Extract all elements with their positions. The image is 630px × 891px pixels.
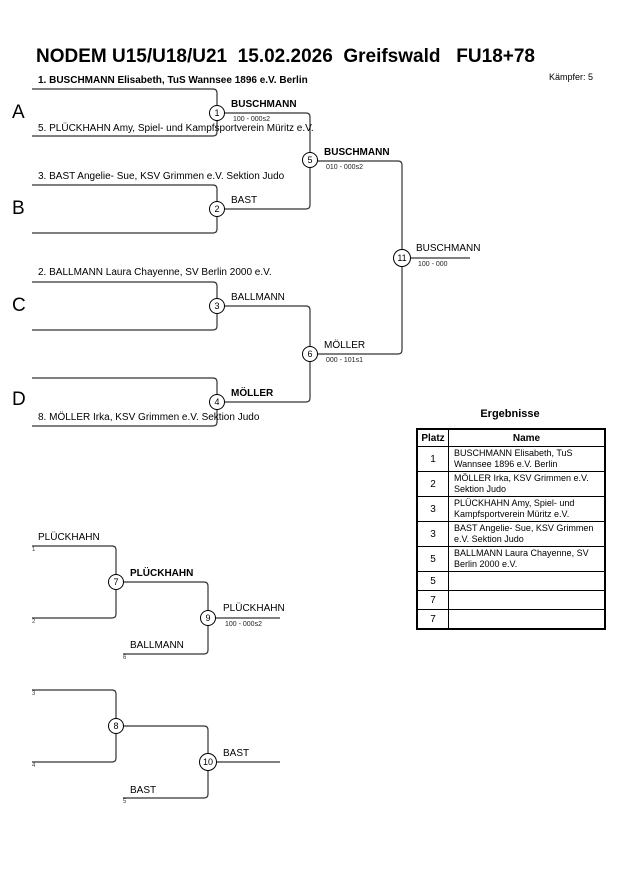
fight-number: 2 — [209, 201, 225, 217]
name — [448, 590, 606, 610]
fight-number: 11 — [393, 249, 411, 267]
name — [448, 609, 606, 630]
slot-number: 3 — [32, 691, 36, 697]
place: 5 — [416, 546, 449, 572]
table-row: 7 — [416, 609, 606, 630]
repechage-entry: BAST — [130, 785, 157, 796]
fight-score: 100 - 000 — [418, 261, 448, 268]
name — [448, 571, 606, 591]
name: MÖLLER Irka, KSV Grimmen e.V. Sektion Ju… — [448, 471, 606, 497]
fight-winner: BUSCHMANN — [231, 99, 297, 110]
fight-number: 9 — [200, 610, 216, 626]
name: PLÜCKHAHN Amy, Spiel- und Kampfsportvere… — [448, 496, 606, 522]
place: 3 — [416, 496, 449, 522]
fight-winner: MÖLLER — [231, 388, 274, 399]
name: BAST Angelie- Sue, KSV Grimmen e.V. Sekt… — [448, 521, 606, 547]
fight-number: 4 — [209, 394, 225, 410]
fight-winner: BAST — [223, 748, 250, 759]
fight-number: 10 — [199, 753, 217, 771]
slot-number: 5 — [123, 799, 127, 805]
fight-number: 3 — [209, 298, 225, 314]
entry: 3. BAST Angelie- Sue, KSV Grimmen e.V. S… — [38, 171, 285, 182]
fight-score: 010 - 000s2 — [326, 164, 363, 171]
name: BALLMANN Laura Chayenne, SV Berlin 2000 … — [448, 546, 606, 572]
bracket-line — [32, 545, 117, 619]
fighter-count: Kämpfer: 5 — [549, 72, 594, 82]
page-title: NODEM U15/U18/U21 15.02.2026 Greifswald … — [36, 46, 536, 67]
slot-number: 2 — [32, 619, 36, 625]
fight-number: 1 — [209, 105, 225, 121]
fight-score: 100 - 000s2 — [233, 116, 270, 123]
bracket-line — [32, 184, 218, 234]
fight-winner: BALLMANN — [231, 292, 285, 303]
pool-label-a: A — [12, 102, 25, 123]
repechage-entry: PLÜCKHAHN — [38, 532, 100, 543]
pool-label-b: B — [12, 198, 25, 219]
fight-winner: BUSCHMANN — [324, 147, 390, 158]
entry: 2. BALLMANN Laura Chayenne, SV Berlin 20… — [38, 267, 272, 278]
fight-winner: BUSCHMANN — [416, 243, 481, 254]
bracket-line — [32, 281, 218, 331]
fight-number: 8 — [108, 718, 124, 734]
header-name: Name — [448, 428, 606, 447]
place: 1 — [416, 446, 449, 472]
place: 2 — [416, 471, 449, 497]
entry: 5. PLÜCKHAHN Amy, Spiel- und Kampfsportv… — [38, 123, 314, 134]
table-row: 7 — [416, 590, 606, 610]
place: 3 — [416, 521, 449, 547]
table-row: 5 — [416, 571, 606, 591]
pool-label-d: D — [12, 389, 26, 410]
results-title: Ergebnisse — [480, 408, 540, 420]
fight-number: 5 — [302, 152, 318, 168]
bracket-line — [32, 689, 117, 763]
fight-score: 100 - 000s2 — [225, 621, 262, 628]
place: 7 — [416, 609, 449, 630]
slot-number: 4 — [32, 763, 36, 769]
results-header-row: Platz Name — [416, 428, 606, 447]
slot-number: 6 — [123, 655, 127, 661]
place: 5 — [416, 571, 449, 591]
repechage-entry: BALLMANN — [130, 640, 184, 651]
fight-winner: BAST — [231, 195, 258, 206]
fight-winner: PLÜCKHAHN — [130, 568, 194, 579]
fight-number: 7 — [108, 574, 124, 590]
entry: 1. BUSCHMANN Elisabeth, TuS Wannsee 1896… — [38, 75, 308, 86]
fight-winner: MÖLLER — [324, 340, 366, 351]
header-place: Platz — [416, 428, 449, 447]
place: 7 — [416, 590, 449, 610]
bracket-line — [310, 160, 403, 355]
slot-number: 1 — [32, 547, 36, 553]
name: BUSCHMANN Elisabeth, TuS Wannsee 1896 e.… — [448, 446, 606, 472]
fight-number: 6 — [302, 346, 318, 362]
fight-score: 000 - 101s1 — [326, 357, 363, 364]
pool-label-c: C — [12, 295, 26, 316]
entry: 8. MÖLLER Irka, KSV Grimmen e.V. Sektion… — [38, 412, 260, 423]
fight-winner: PLÜCKHAHN — [223, 603, 285, 614]
